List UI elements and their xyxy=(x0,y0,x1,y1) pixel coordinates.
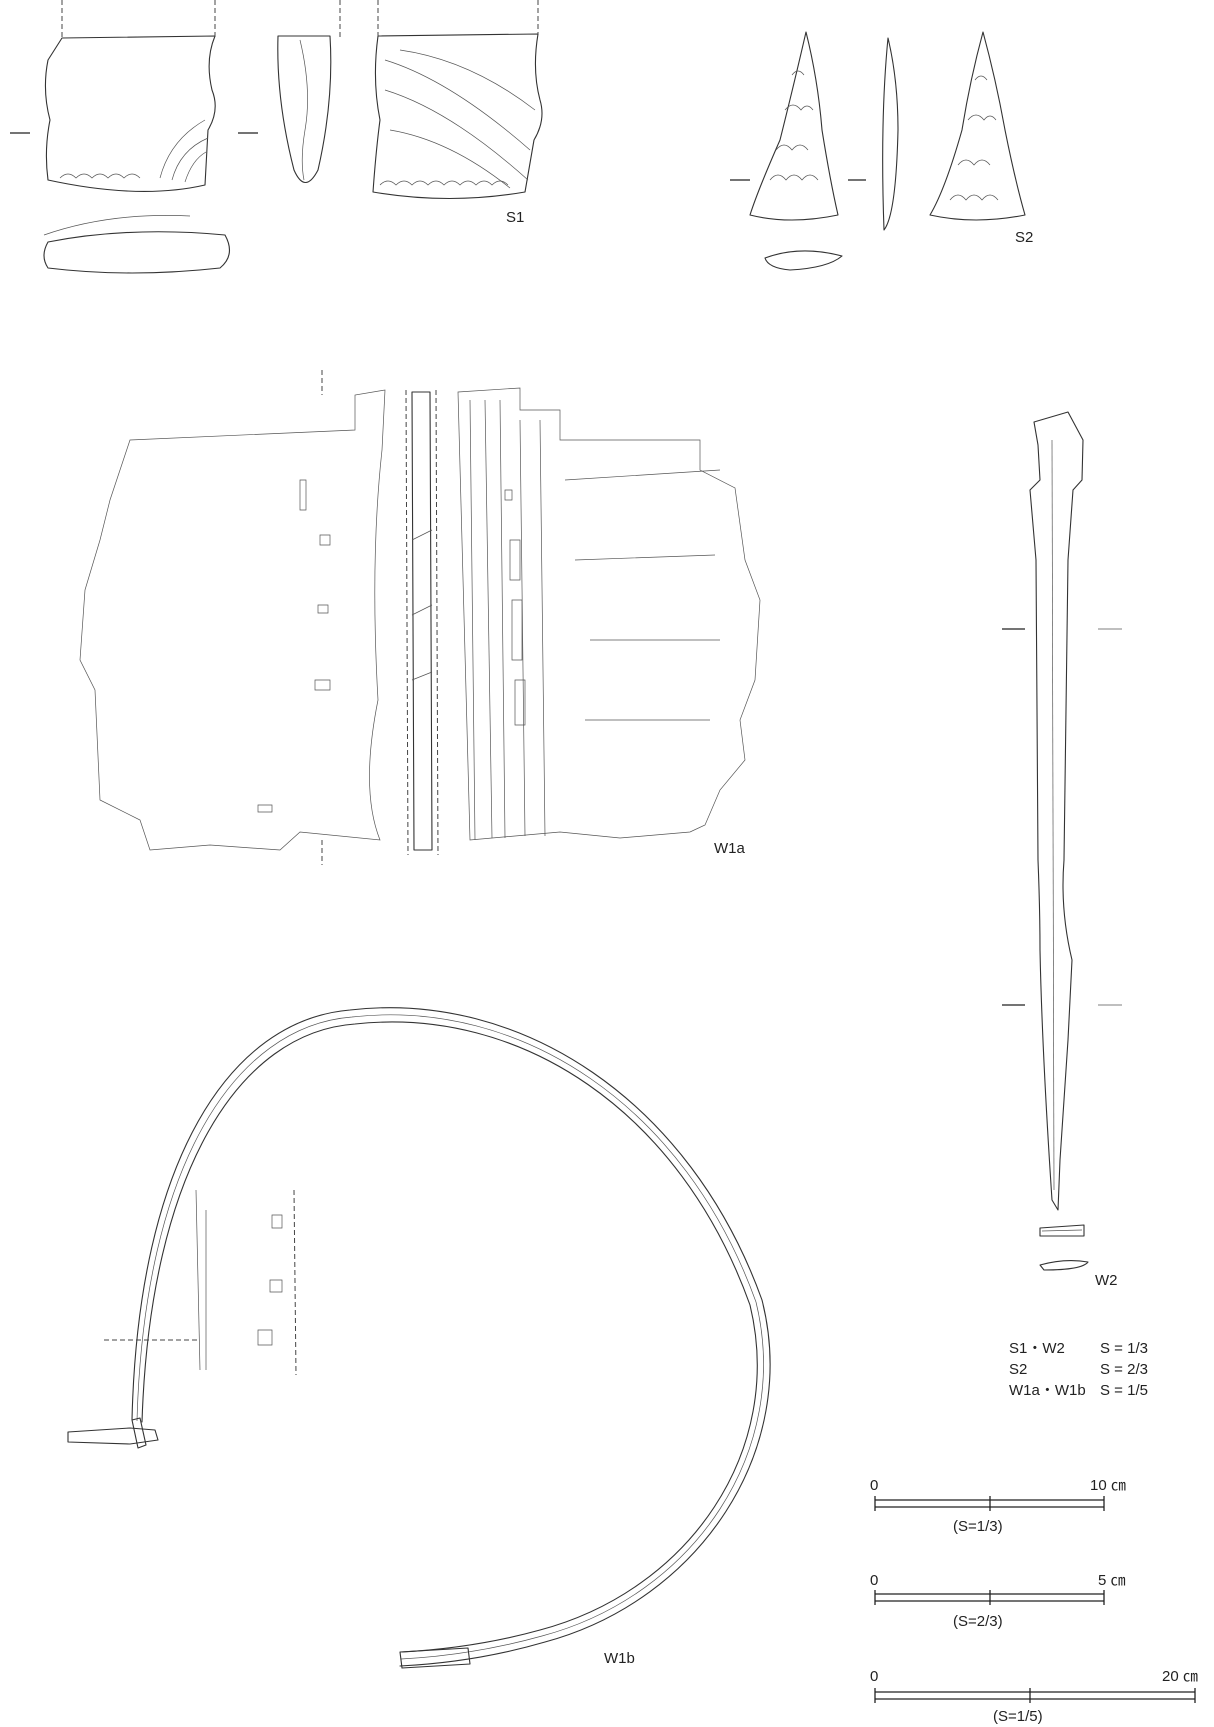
scale-legend-items-3: W1a・W1b xyxy=(1009,1382,1086,1399)
scale-bar-3-zero: 0 xyxy=(870,1668,878,1685)
scale-legend-items-1: S1・W2 xyxy=(1009,1340,1065,1357)
s2-artifact-drawing: S2 xyxy=(730,31,1033,271)
scale-bar-2: 0 5 ㎝ (S=2/3) xyxy=(870,1572,1126,1630)
scale-legend-scale-2: S = 2/3 xyxy=(1100,1361,1148,1378)
scale-legend-scale-3: S = 1/5 xyxy=(1100,1382,1148,1399)
w1b-label: W1b xyxy=(604,1650,635,1667)
scale-bar-3: 0 20 ㎝ (S=1/5) xyxy=(870,1668,1198,1725)
scale-legend: S1・W2 S = 1/3 S2 S = 2/3 W1a・W1b S = 1/5 xyxy=(1009,1340,1148,1399)
scale-bar-3-caption: (S=1/5) xyxy=(993,1708,1043,1725)
w1a-label: W1a xyxy=(714,840,746,857)
scale-legend-scale-1: S = 1/3 xyxy=(1100,1340,1148,1357)
w2-artifact-drawing: W2 xyxy=(1002,411,1122,1289)
scale-legend-items-2: S2 xyxy=(1009,1361,1027,1378)
w2-label: W2 xyxy=(1095,1272,1118,1289)
s2-label: S2 xyxy=(1015,229,1033,246)
w1a-artifact-drawing: W1a xyxy=(79,370,761,865)
scale-bar-2-max: 5 ㎝ xyxy=(1098,1572,1126,1589)
scale-bar-1-caption: (S=1/3) xyxy=(953,1518,1003,1535)
scale-bar-2-zero: 0 xyxy=(870,1572,878,1589)
s1-artifact-drawing: S1 xyxy=(10,0,543,274)
scale-bar-3-max: 20 ㎝ xyxy=(1162,1668,1198,1685)
w1b-artifact-drawing: W1b xyxy=(67,1007,771,1669)
scale-bar-1: 0 10 ㎝ (S=1/3) xyxy=(870,1477,1126,1535)
s1-label: S1 xyxy=(506,209,524,226)
scale-bar-2-caption: (S=2/3) xyxy=(953,1613,1003,1630)
scale-bar-1-zero: 0 xyxy=(870,1477,878,1494)
scale-bar-1-max: 10 ㎝ xyxy=(1090,1477,1126,1494)
